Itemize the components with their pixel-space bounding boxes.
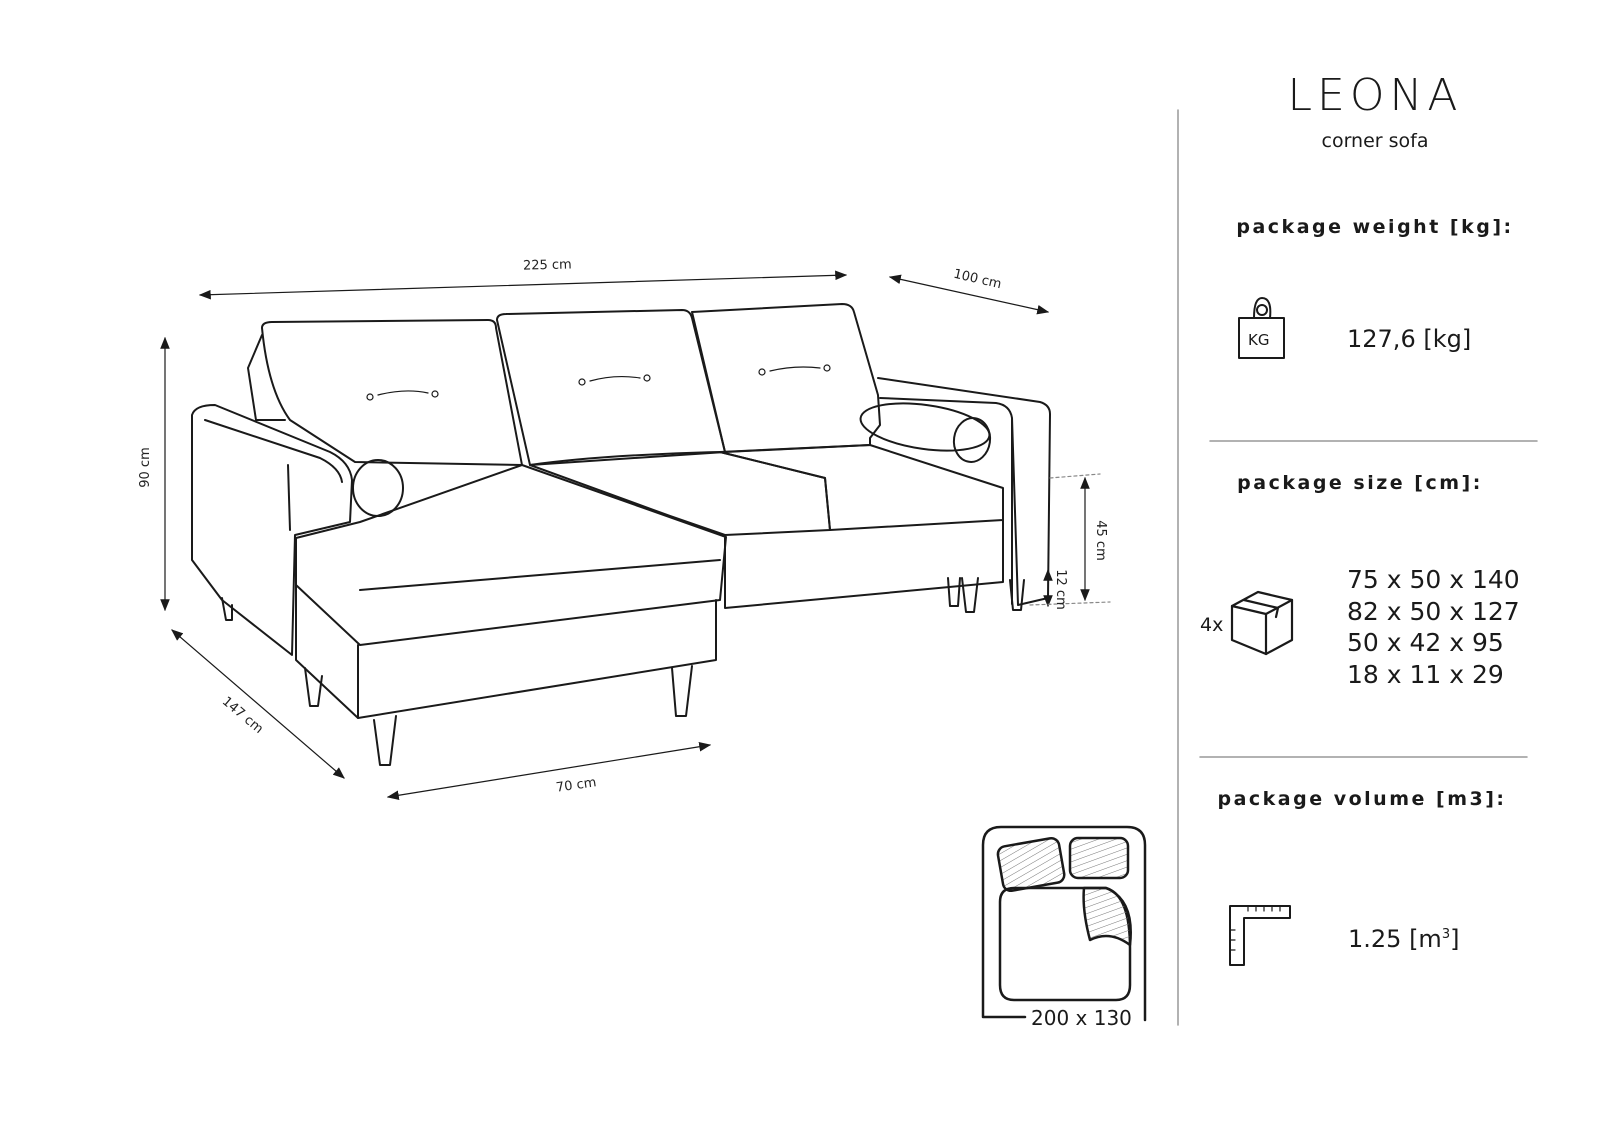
- dimension-width: 225 cm: [522, 257, 572, 274]
- dimension-seat-height: 45 cm: [1092, 520, 1108, 561]
- tufting-buttons: [366, 364, 831, 401]
- leg: [373, 715, 397, 766]
- leg: [304, 667, 323, 707]
- volume-number: 1.25 [m: [1348, 925, 1442, 953]
- product-title: LEONA: [1287, 70, 1463, 121]
- leg: [961, 577, 979, 613]
- dimension-lines: [160, 270, 1111, 801]
- bed-size: 200 x 130: [1029, 1006, 1134, 1030]
- product-subtitle: corner sofa: [1321, 130, 1429, 152]
- right-arm: [877, 377, 1051, 606]
- back-cushion-middle: [496, 309, 726, 466]
- package-size-item: 82 x 50 x 127: [1347, 596, 1520, 626]
- leg: [1009, 579, 1025, 611]
- leg: [947, 577, 961, 607]
- weight-icon: [1238, 297, 1285, 359]
- package-count: 4x: [1200, 614, 1224, 636]
- package-size-item: 50 x 42 x 95: [1347, 628, 1504, 657]
- ruler-icon: [1229, 905, 1291, 966]
- left-arm: [191, 404, 353, 656]
- leg: [221, 597, 233, 621]
- package-size-item: 75 x 50 x 140: [1347, 565, 1520, 594]
- package-size-item: 18 x 11 x 29: [1347, 659, 1504, 689]
- package-size-list: 75 x 50 x 140 82 x 50 x 127 50 x 42 x 95…: [1347, 564, 1520, 690]
- package-weight-value: 127,6 [kg]: [1347, 325, 1472, 353]
- volume-unit-exponent: 3: [1441, 927, 1451, 942]
- bed-icon: [981, 825, 1147, 1022]
- volume-bracket: ]: [1450, 925, 1460, 953]
- back-cushion-left: [261, 319, 523, 466]
- box-icon: [1230, 590, 1294, 656]
- dimension-leg-height: 12 cm: [1052, 569, 1068, 610]
- leg: [671, 665, 693, 717]
- back-cushion-right: [691, 303, 881, 453]
- chaise-seat: [295, 464, 727, 646]
- dimension-height: 90 cm: [137, 447, 153, 488]
- weight-icon-label: KG: [1248, 331, 1270, 349]
- seat-middle: [529, 451, 831, 536]
- package-weight-heading: package weight [kg]:: [1236, 216, 1514, 238]
- package-volume-value: 1.25 [m3]: [1348, 925, 1459, 953]
- package-size-heading: package size [cm]:: [1237, 472, 1483, 494]
- package-volume-heading: package volume [m3]:: [1217, 788, 1507, 810]
- left-bolster: [352, 459, 404, 517]
